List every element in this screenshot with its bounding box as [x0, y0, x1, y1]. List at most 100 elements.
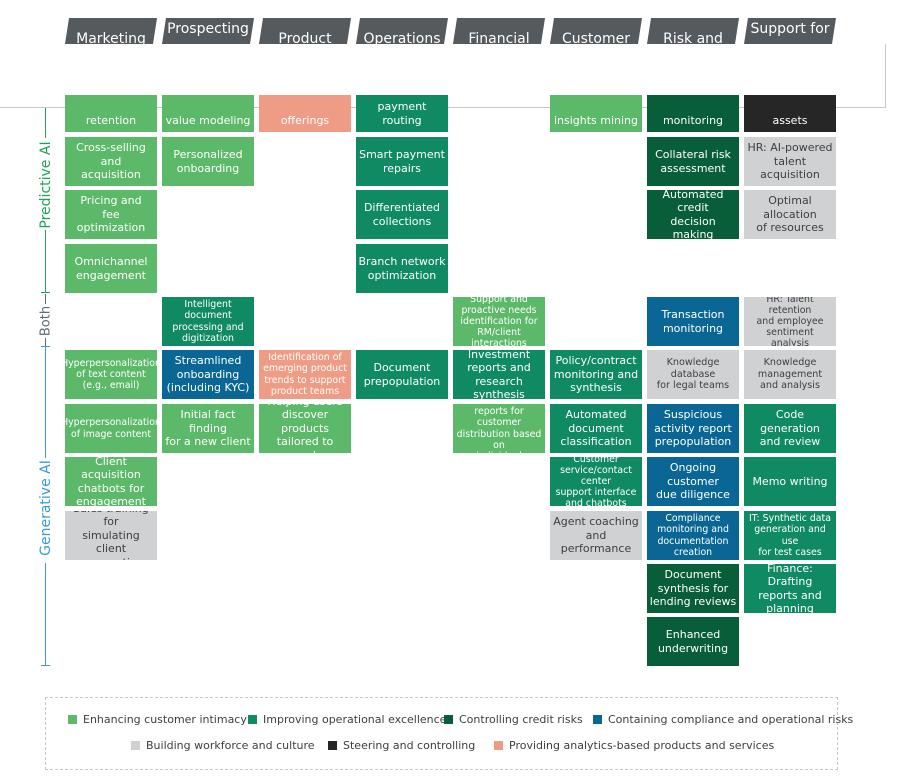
use-case-line: onboarding	[176, 161, 240, 175]
use-case-line: of text content	[76, 368, 146, 380]
generative-axis-line	[45, 346, 46, 458]
use-case-line: reports and	[758, 588, 822, 602]
legend-item: Containing compliance and operational ri…	[593, 713, 853, 726]
use-case-line: Client acquisition	[81, 457, 141, 481]
use-case-line: Finance: Drafting	[767, 564, 813, 588]
use-case-line: simulating client	[82, 528, 140, 556]
predictive-axis-line	[45, 230, 46, 292]
use-case-line: for test cases	[758, 546, 822, 558]
use-case-text: insights mining	[554, 114, 638, 128]
column-header-label: Financial	[468, 31, 530, 44]
use-case-line: reports for customer	[474, 406, 524, 429]
legend-label: Containing compliance and operational ri…	[608, 713, 854, 726]
use-case-line: assets	[772, 113, 808, 127]
use-case-line: chatbots for	[77, 481, 145, 495]
use-case-line: offerings	[280, 113, 330, 127]
use-case-line: and employee	[756, 315, 824, 327]
both-axis-line	[45, 294, 46, 304]
legend-item: Improving operational excellence	[248, 713, 446, 726]
axis-tick	[41, 346, 50, 347]
column-header-label: Risk and	[663, 31, 723, 44]
use-case-line: (including KYC)	[166, 381, 250, 395]
use-case-line: Pricing and	[80, 194, 142, 208]
overlay-edge-line	[885, 44, 886, 108]
use-case-line: HR: Talent retention	[766, 297, 814, 316]
use-case-line: payment routing	[377, 100, 427, 127]
use-case-line: identification for	[460, 315, 538, 327]
use-case-line: Document	[664, 568, 722, 582]
use-case-line: Automated	[565, 408, 627, 422]
use-case-line: underwriting	[657, 641, 729, 655]
use-case-text: retention	[86, 114, 136, 128]
column-header: Operations	[356, 18, 448, 44]
column-header-label: Support for	[750, 21, 830, 37]
use-case-line: emerging product	[263, 363, 347, 375]
use-case-line: Customer	[573, 457, 619, 465]
use-case-line: Optimal	[768, 194, 812, 208]
use-case-line: Ongoing customer	[667, 461, 719, 488]
use-case-text: value modeling	[166, 114, 251, 128]
use-case-line: Agent coaching	[553, 515, 639, 529]
use-case-line: Transaction	[661, 308, 725, 321]
legend-swatch	[593, 715, 602, 724]
use-case-line: distribution based on	[456, 428, 542, 451]
use-case-cell: offerings	[259, 95, 351, 132]
use-case-line: Branch network	[358, 255, 446, 268]
use-case-line: prepopulation	[363, 374, 441, 388]
use-case-line: monitoring	[662, 113, 724, 127]
use-case-line: insights mining	[553, 113, 639, 127]
legend-item: Building workforce and culture	[131, 739, 315, 752]
use-case-text: monitoring	[663, 114, 723, 128]
use-case-line: Helping users	[261, 404, 349, 408]
use-case-line: synthesis for	[657, 581, 729, 595]
use-case-line: fee optimization	[76, 207, 146, 235]
column-header: Customer	[550, 18, 642, 44]
use-case-line: documentation	[657, 535, 729, 547]
use-case-line: and review	[759, 435, 821, 449]
use-case-line: Hyperpersonalization	[65, 417, 157, 429]
use-case-line: Hyperpersonalization	[65, 357, 157, 369]
use-case-line: and chatbots	[565, 498, 627, 506]
legend-swatch	[131, 741, 140, 750]
legend-item: Providing analytics-based products and s…	[494, 739, 774, 752]
generative-ai-label: Generative AI	[38, 460, 54, 556]
use-case-line: generation and use	[754, 524, 826, 547]
use-case-line: and performance	[560, 528, 632, 556]
predictive-axis-line	[45, 108, 46, 138]
use-case-line: document	[568, 421, 624, 435]
